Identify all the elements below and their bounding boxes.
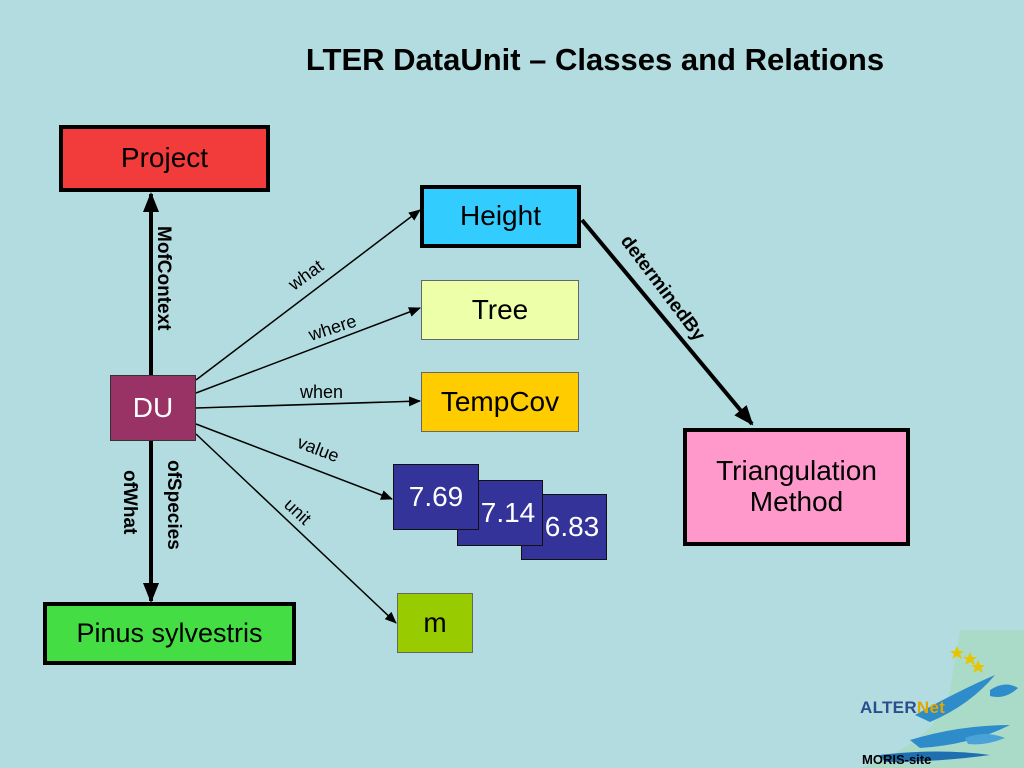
page-title: LTER DataUnit – Classes and Relations xyxy=(305,42,885,77)
star-icon-1 xyxy=(950,646,964,659)
determinedby-label: determinedBy xyxy=(616,231,709,345)
ofwhat-label: ofWhat xyxy=(119,470,140,535)
where-arrow xyxy=(195,307,421,394)
where-label: where xyxy=(305,311,359,345)
when-arrow xyxy=(195,396,421,409)
star-icon-3 xyxy=(971,660,985,673)
du-node: DU xyxy=(110,375,196,441)
ofspecies-label: ofSpecies xyxy=(163,460,184,550)
alternet-wordmark: ALTERNet xyxy=(860,698,946,717)
what-label: what xyxy=(284,256,327,295)
alternet-logo xyxy=(860,630,1024,768)
unit-m-node: m xyxy=(397,593,473,653)
determinedby-arrow xyxy=(580,218,754,426)
value-node-1: 7.69 xyxy=(393,464,479,530)
when-label: when xyxy=(299,382,343,402)
pinus-sylvestris-node: Pinus sylvestris xyxy=(43,602,296,665)
what-arrow xyxy=(195,209,421,381)
height-node: Height xyxy=(420,185,581,248)
star-icon-2 xyxy=(963,652,977,665)
mofcontext-label: MofContext xyxy=(153,226,174,331)
value-arrow xyxy=(195,423,393,500)
moris-site-label: MORIS-site xyxy=(862,752,932,767)
unit-label: unit xyxy=(280,494,315,528)
triangulation-method-node: Triangulation Method xyxy=(683,428,910,546)
project-node: Project xyxy=(59,125,270,192)
value-label: value xyxy=(295,432,342,466)
tempcov-node: TempCov xyxy=(421,372,579,432)
tree-node: Tree xyxy=(421,280,579,340)
unit-arrow xyxy=(195,433,397,624)
